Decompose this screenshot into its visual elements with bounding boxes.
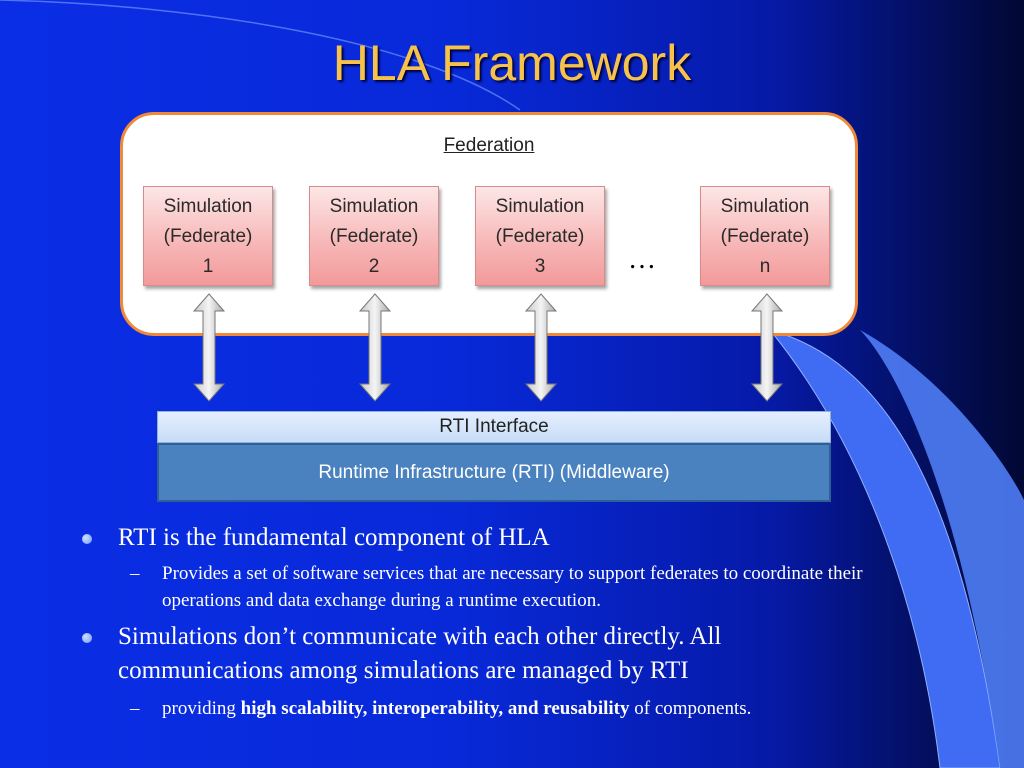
federate-3-box: Simulation (Federate) 3 [475, 186, 605, 286]
sub-bullet-text: Provides a set of software services that… [162, 563, 863, 611]
sub-bullet-suffix: of components. [634, 698, 752, 719]
slide-title: HLA Framework [332, 35, 692, 91]
bullet-text: RTI is the fundamental component of HLA [118, 524, 550, 551]
double-arrow-icon [358, 293, 392, 402]
double-arrow-icon [750, 293, 784, 402]
bullet-dot-icon [82, 534, 92, 544]
federate-1-line1: Simulation [163, 196, 253, 217]
bullet-text: Simulations don’t communicate with each … [118, 623, 722, 684]
federate-1-line2: (Federate) [163, 226, 253, 247]
federate-n-box: Simulation (Federate) n [700, 186, 830, 286]
federate-2-line1: Simulation [329, 196, 419, 217]
double-arrow-icon [192, 293, 226, 402]
federate-2-box: Simulation (Federate) 2 [309, 186, 439, 286]
sub-bullet-prefix: providing [162, 698, 236, 719]
federate-1-line3: 1 [202, 256, 214, 277]
federation-label: Federation [443, 135, 535, 156]
federates-ellipsis: … [628, 244, 656, 275]
sub-bullet-bold: high scalability, interoperability, and … [240, 698, 630, 719]
federate-3-line2: (Federate) [495, 226, 585, 247]
federate-n-line2: (Federate) [720, 226, 810, 247]
federate-n-line1: Simulation [720, 196, 810, 217]
rti-middleware-bar: Runtime Infrastructure (RTI) (Middleware… [157, 443, 831, 502]
federate-1-box: Simulation (Federate) 1 [143, 186, 273, 286]
rti-interface-bar: RTI Interface [157, 411, 831, 443]
federate-3-line3: 3 [534, 256, 546, 277]
double-arrow-icon [524, 293, 558, 402]
federate-2-line2: (Federate) [329, 226, 419, 247]
dash-icon: – [130, 563, 140, 584]
bullet-dot-icon [82, 633, 92, 643]
dash-icon: – [130, 698, 140, 719]
federate-n-line3: n [759, 256, 771, 277]
sub-bullet-text: providing high scalability, interoperabi… [162, 695, 882, 722]
federate-3-line1: Simulation [495, 196, 585, 217]
federate-2-line3: 2 [368, 256, 380, 277]
